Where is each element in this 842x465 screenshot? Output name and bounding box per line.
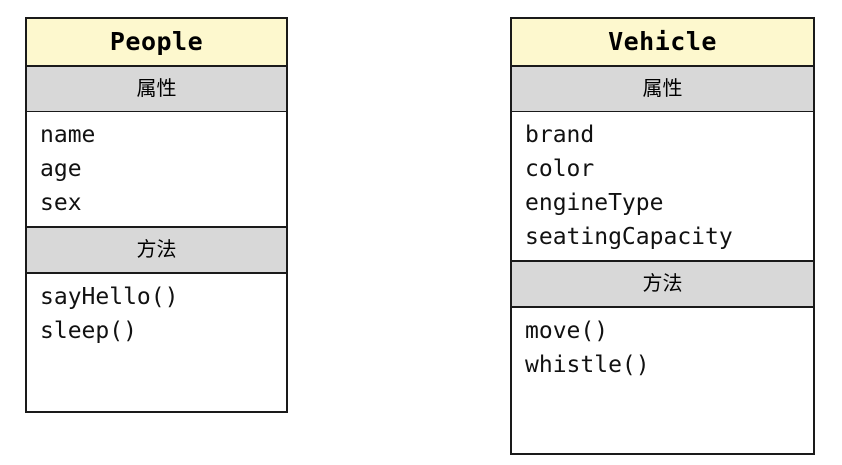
section-divider — [512, 260, 813, 262]
attribute-item: brand — [525, 122, 595, 148]
attributes-section-header-vehicle: 属性 — [512, 67, 813, 112]
section-divider — [27, 226, 286, 228]
methods-section-header-people: 方法 — [27, 228, 286, 272]
attributes-list-vehicle: brand color engineType seatingCapacity — [512, 112, 813, 260]
attribute-item: name — [40, 122, 96, 148]
method-item: move() — [525, 318, 609, 344]
attribute-item: color — [525, 156, 595, 182]
attribute-item: engineType — [525, 190, 664, 216]
attributes-section-header-people: 属性 — [27, 67, 286, 112]
method-item: sleep() — [40, 318, 137, 344]
methods-list-vehicle: move() whistle() — [512, 308, 813, 453]
section-divider — [512, 306, 813, 308]
method-item: whistle() — [525, 352, 650, 378]
uml-class-people[interactable]: People 属性 name age sex 方法 sayHello() sle… — [25, 17, 288, 413]
uml-class-vehicle[interactable]: Vehicle 属性 brand color engineType seatin… — [510, 17, 815, 455]
section-divider — [27, 272, 286, 274]
class-name-people: People — [27, 19, 286, 67]
attribute-item: sex — [40, 190, 82, 216]
class-name-vehicle: Vehicle — [512, 19, 813, 67]
method-item: sayHello() — [40, 284, 179, 310]
methods-section-header-vehicle: 方法 — [512, 262, 813, 306]
attribute-item: seatingCapacity — [525, 224, 733, 250]
methods-list-people: sayHello() sleep() — [27, 274, 286, 411]
attributes-list-people: name age sex — [27, 112, 286, 226]
attribute-item: age — [40, 156, 82, 182]
